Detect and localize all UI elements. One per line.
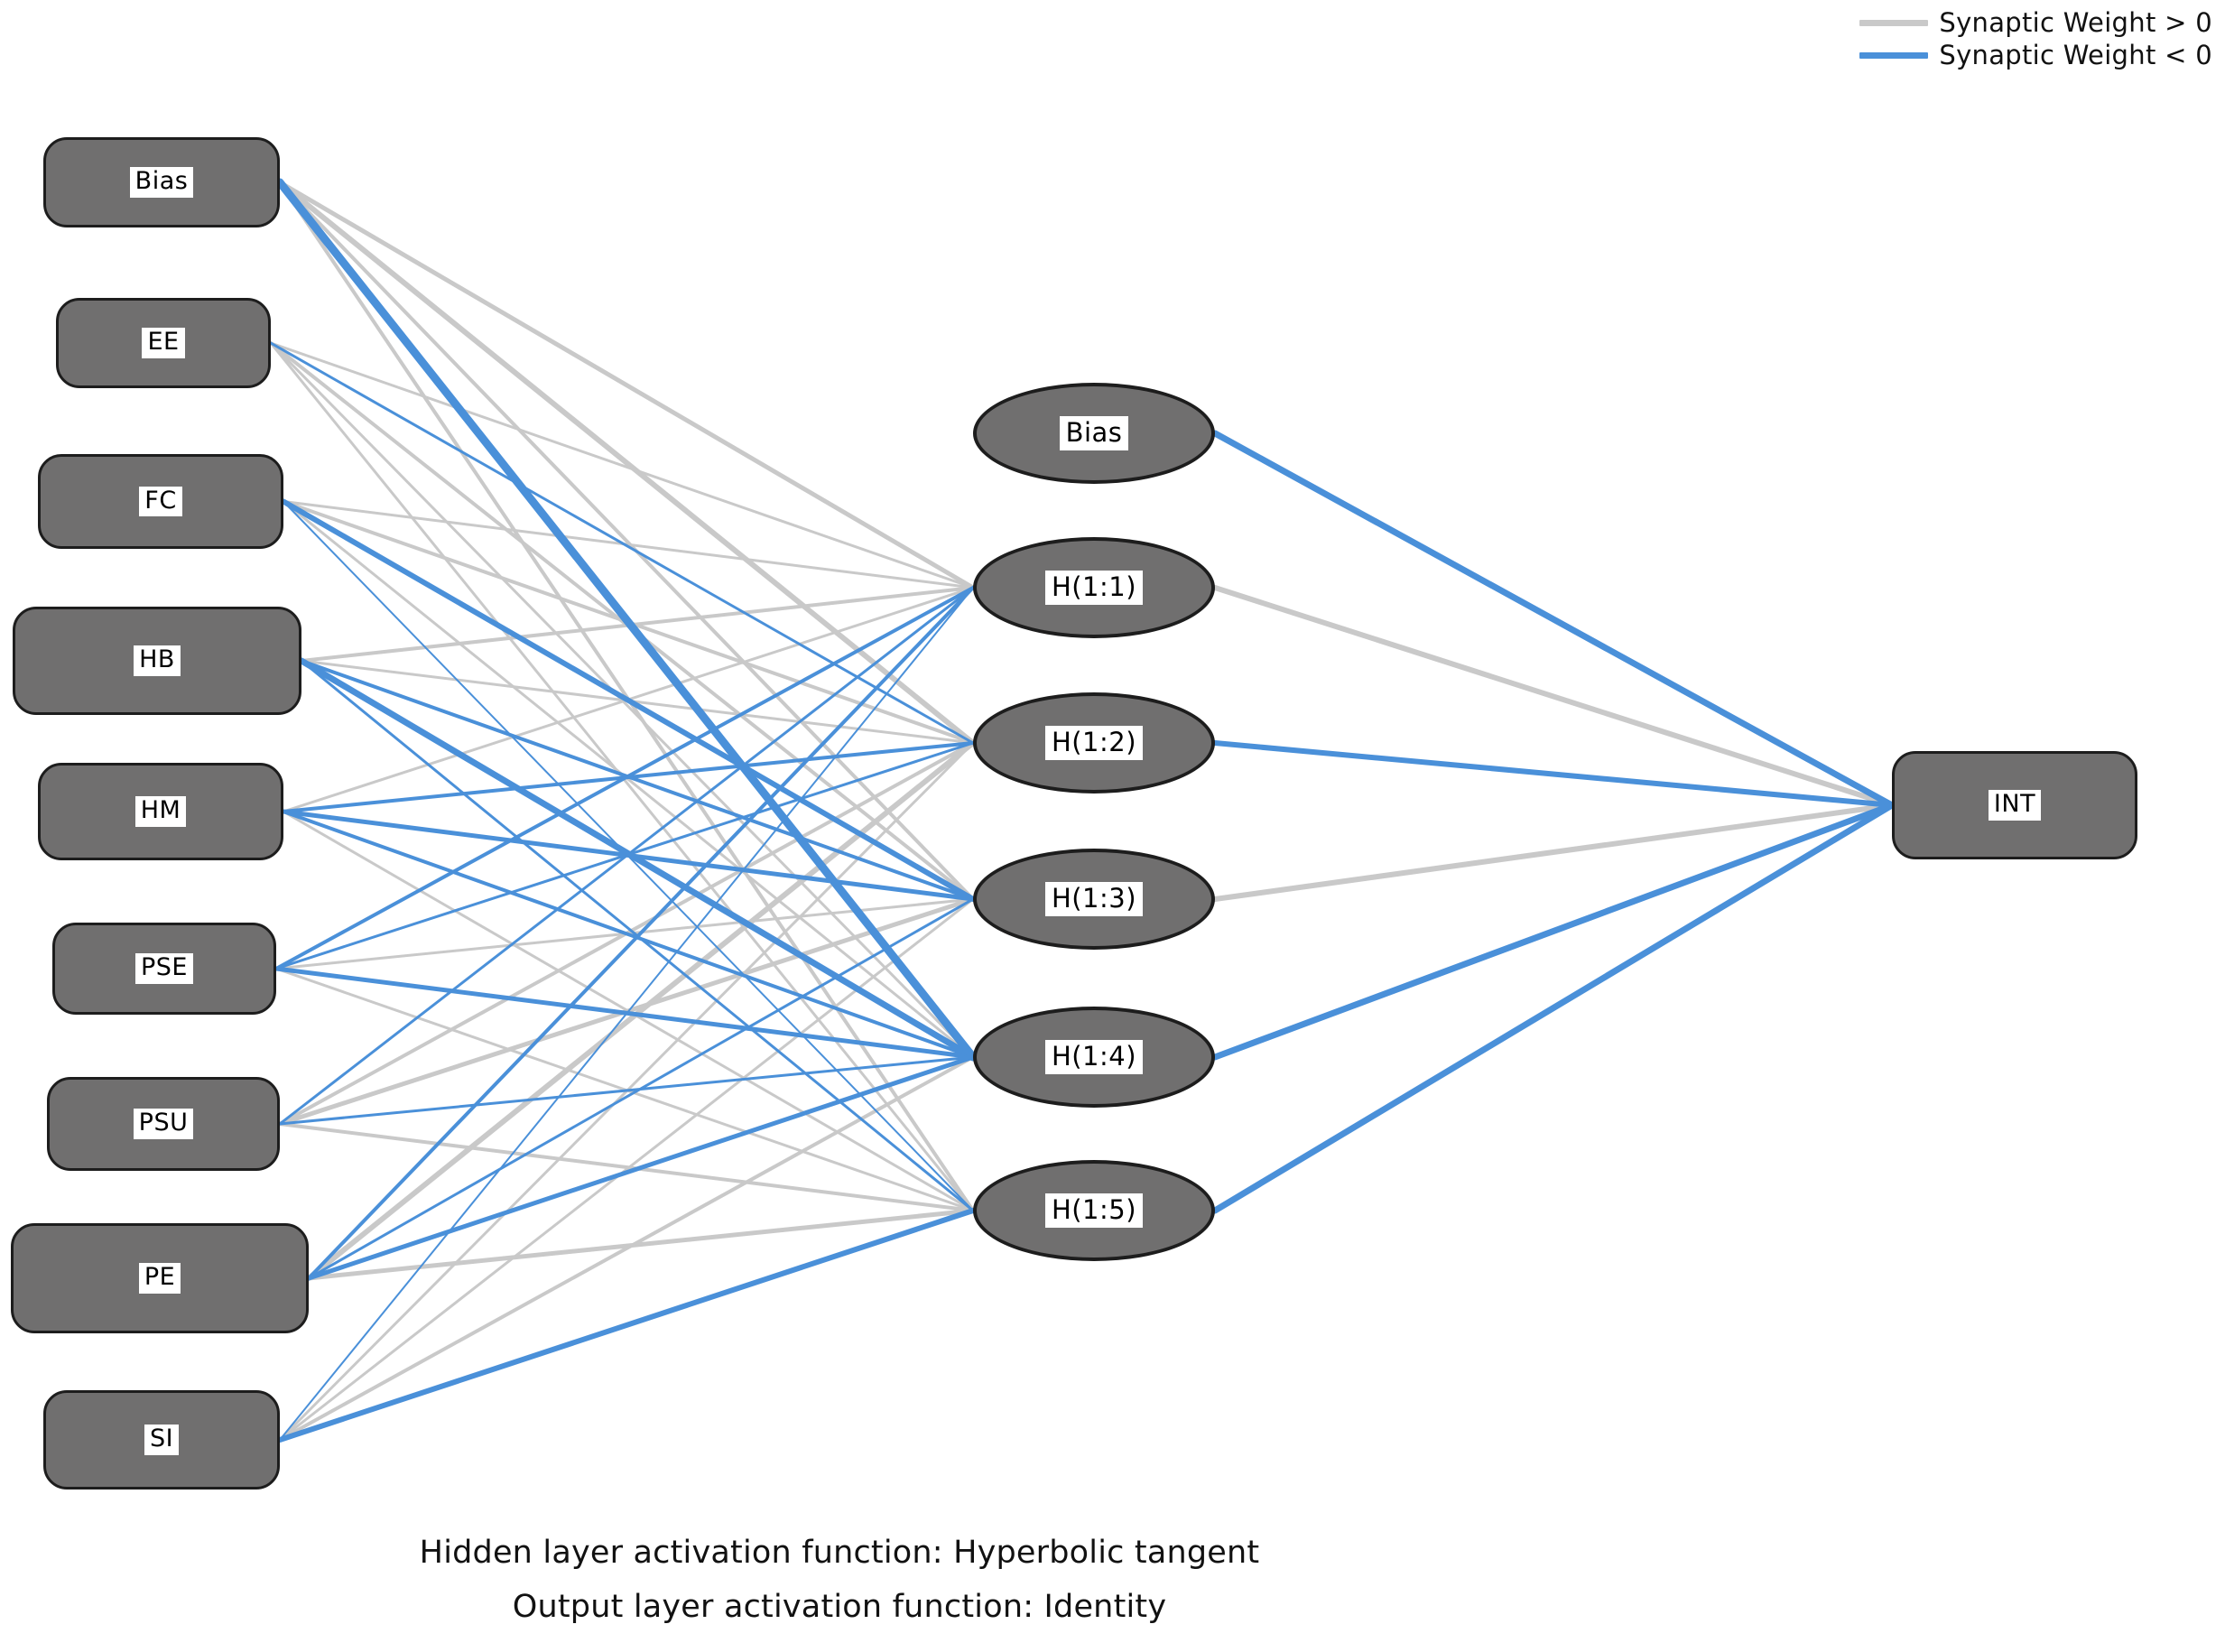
input-node-pse[interactable]: PSE xyxy=(52,923,276,1015)
synapse-edge xyxy=(307,897,975,1280)
synapse-edge xyxy=(269,341,975,745)
node-label: H(1:2) xyxy=(1044,726,1144,760)
legend-label-positive: Synaptic Weight > 0 xyxy=(1939,7,2212,38)
legend-swatch-negative xyxy=(1859,51,1929,59)
hidden-to-output-edges xyxy=(1211,430,1896,1214)
synapse-edge xyxy=(277,1208,976,1443)
input-node-ee[interactable]: EE xyxy=(56,298,271,388)
input-node-hm[interactable]: HM xyxy=(38,763,283,860)
input-node-si[interactable]: SI xyxy=(43,1390,280,1490)
synapse-edge xyxy=(300,659,975,901)
node-label: H(1:1) xyxy=(1044,571,1144,605)
synapse-edge xyxy=(1212,740,1895,808)
node-label: PSE xyxy=(135,953,193,984)
legend: Synaptic Weight > 0 Synaptic Weight < 0 xyxy=(1859,7,2212,70)
synapse-edge xyxy=(273,966,976,1060)
legend-swatch-positive xyxy=(1859,19,1929,26)
node-label: INT xyxy=(1988,790,2042,821)
synapse-edge xyxy=(278,1122,975,1212)
synapse-edge xyxy=(1212,803,1895,902)
synapse-edge xyxy=(1212,585,1895,808)
captions: Hidden layer activation function: Hyperb… xyxy=(0,1535,1679,1625)
legend-row-negative: Synaptic Weight < 0 xyxy=(1859,40,2212,70)
synapse-edge xyxy=(1211,802,1896,1061)
input-node-pe[interactable]: PE xyxy=(11,1223,309,1333)
hidden-node-h-1-2[interactable]: H(1:2) xyxy=(973,692,1215,794)
node-label: Bias xyxy=(129,167,194,198)
hidden-node-h-1-4[interactable]: H(1:4) xyxy=(973,1007,1215,1108)
synapse-edge xyxy=(1211,430,1896,809)
node-label: H(1:4) xyxy=(1044,1040,1144,1074)
synapse-edge xyxy=(277,180,976,590)
hidden-node-bias[interactable]: Bias xyxy=(973,383,1215,484)
input-node-bias[interactable]: Bias xyxy=(43,137,280,227)
node-label: HB xyxy=(134,645,181,676)
input-to-hidden-edges xyxy=(269,178,978,1443)
hidden-node-h-1-3[interactable]: H(1:3) xyxy=(973,849,1215,950)
caption-output-activation: Output layer activation function: Identi… xyxy=(512,1589,1167,1625)
hidden-node-h-1-5[interactable]: H(1:5) xyxy=(973,1160,1215,1261)
input-node-hb[interactable]: HB xyxy=(13,607,301,715)
synapse-edge xyxy=(307,586,975,1280)
synapse-edge xyxy=(278,1055,975,1126)
legend-row-positive: Synaptic Weight > 0 xyxy=(1859,7,2212,38)
node-label: EE xyxy=(142,328,185,358)
synapse-edge xyxy=(306,1054,976,1281)
node-label: PE xyxy=(138,1263,181,1294)
synapse-edge xyxy=(300,586,975,663)
hidden-node-h-1-1[interactable]: H(1:1) xyxy=(973,537,1215,638)
synapse-edge xyxy=(278,1055,975,1442)
synapse-edge xyxy=(269,341,975,589)
node-label: FC xyxy=(139,486,182,517)
node-label: H(1:5) xyxy=(1044,1193,1144,1228)
synapse-edge xyxy=(275,178,978,1062)
node-label: Bias xyxy=(1059,416,1129,450)
node-label: HM xyxy=(134,796,187,827)
synapse-edge xyxy=(282,810,975,1059)
synapse-edge xyxy=(281,498,976,902)
input-node-fc[interactable]: FC xyxy=(38,454,283,549)
node-label: H(1:3) xyxy=(1044,882,1144,916)
synapse-edge xyxy=(274,586,975,970)
node-label: SI xyxy=(144,1425,180,1455)
synapse-edge xyxy=(1211,802,1896,1214)
synapse-edge xyxy=(300,659,975,745)
synapse-edge xyxy=(298,657,977,1061)
node-label: PSU xyxy=(133,1109,194,1139)
output-node-int[interactable]: INT xyxy=(1892,751,2137,859)
caption-hidden-activation: Hidden layer activation function: Hyperb… xyxy=(419,1535,1260,1571)
input-node-psu[interactable]: PSU xyxy=(47,1077,280,1171)
legend-label-negative: Synaptic Weight < 0 xyxy=(1939,40,2212,70)
